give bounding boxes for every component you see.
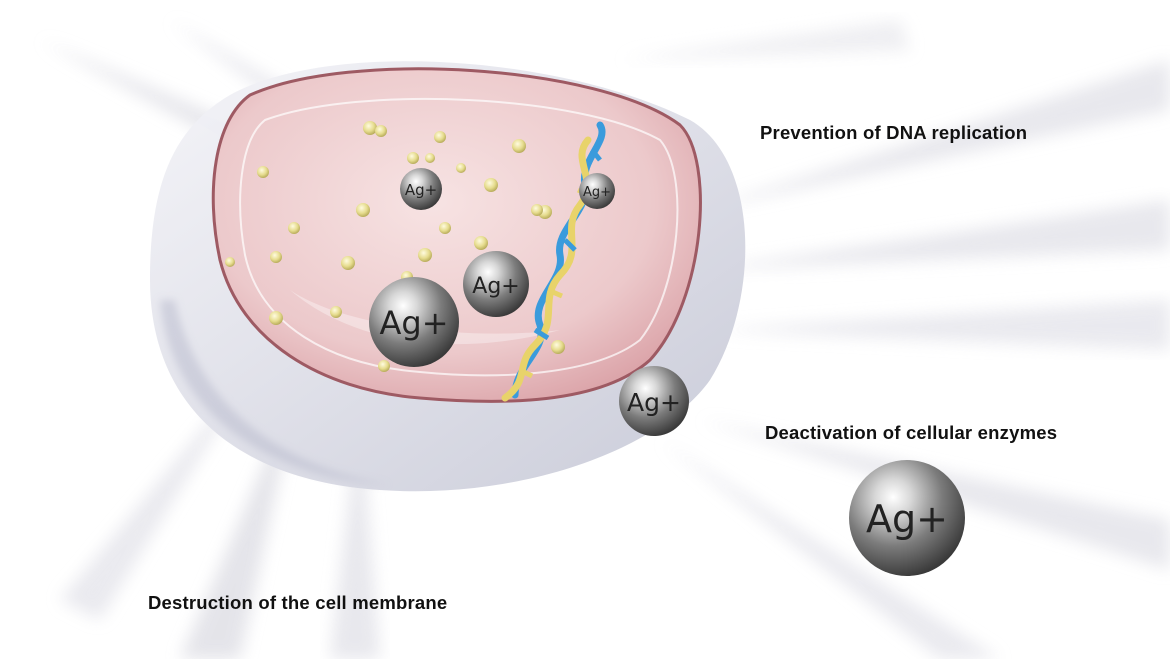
- silver-ion-outside: Ag+: [849, 460, 965, 576]
- enzyme-deactivation-label: Deactivation of cellular enzymes: [765, 422, 1058, 443]
- ion-label: Ag+: [866, 497, 948, 541]
- ion-label: Ag+: [472, 274, 519, 299]
- ion-label: Ag+: [583, 185, 611, 200]
- ion-label: Ag+: [379, 304, 448, 342]
- silver-ion-membrane: Ag+: [619, 366, 689, 436]
- silver-ion-medium: Ag+: [463, 251, 529, 317]
- ion-label: Ag+: [627, 388, 681, 417]
- silver-ion-small-2: Ag+: [579, 173, 615, 209]
- dna-replication-label: Prevention of DNA replication: [760, 122, 1028, 143]
- ion-label: Ag+: [405, 181, 437, 199]
- silver-ion-small-1: Ag+: [400, 168, 442, 210]
- membrane-destruction-label: Destruction of the cell membrane: [148, 592, 448, 613]
- cytoplasm-particles: [225, 121, 565, 372]
- silver-ion-large: Ag+: [369, 277, 459, 367]
- cell-body: [211, 67, 702, 403]
